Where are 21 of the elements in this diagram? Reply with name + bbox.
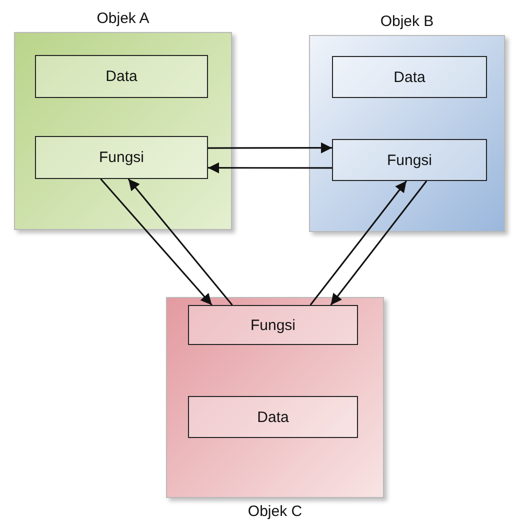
arrow (100, 178, 212, 306)
arrow (128, 178, 233, 306)
member-box (332, 139, 487, 181)
arrow (208, 162, 332, 174)
member-label: Fungsi (386, 152, 432, 168)
member-label: Data (106, 68, 138, 85)
object-title: Objek C (246, 503, 304, 520)
arrow (330, 180, 428, 306)
member-label: Data (257, 408, 289, 426)
member-box (188, 305, 358, 345)
member-label: Fungsi (98, 149, 144, 166)
member-label: Fungsi (250, 316, 296, 334)
arrow (208, 142, 332, 154)
object-title: Objek A (96, 10, 150, 27)
member-box (35, 136, 208, 179)
member-box (188, 396, 358, 438)
member-box (332, 56, 487, 98)
member-label: Data (394, 68, 426, 86)
arrow (310, 180, 408, 306)
object-title: Objek B (379, 13, 435, 30)
member-box (35, 55, 208, 98)
